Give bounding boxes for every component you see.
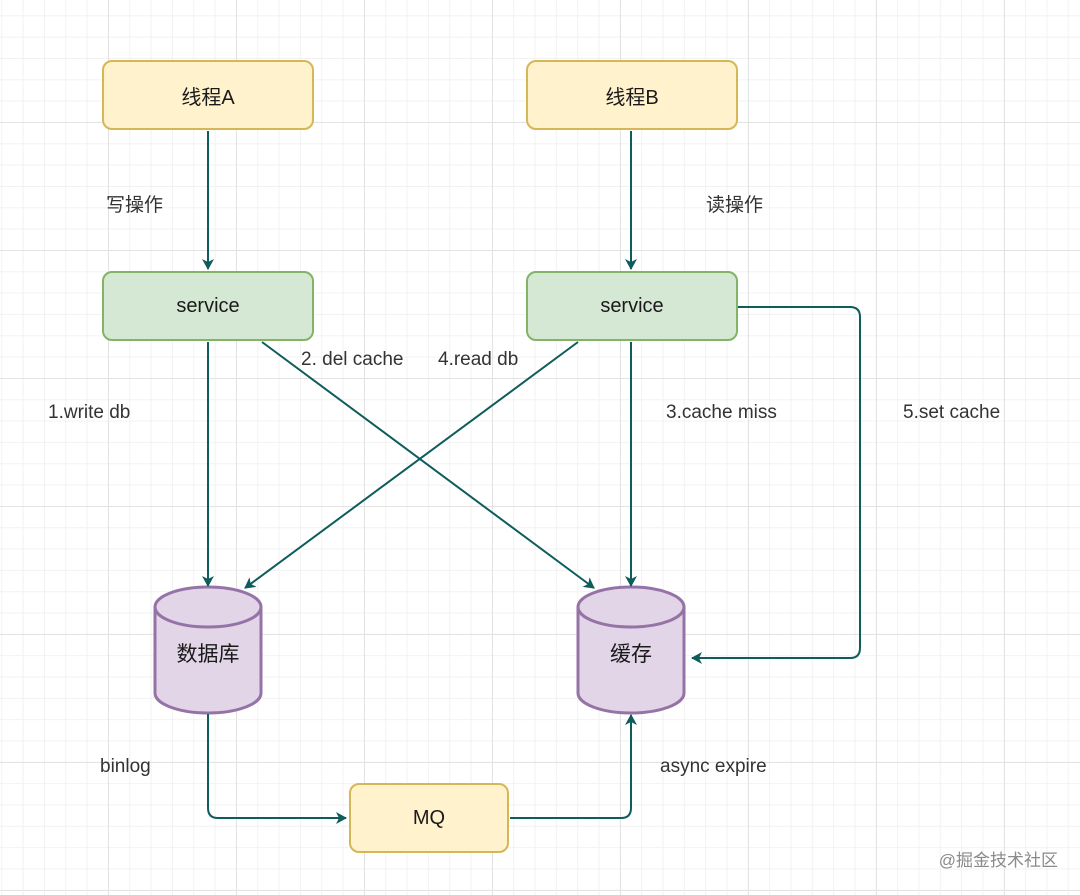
edge-async-expire bbox=[510, 714, 637, 819]
database-label: 数据库 bbox=[176, 643, 240, 666]
cache-label: 缓存 bbox=[610, 643, 652, 666]
service-b-node[interactable]: service bbox=[526, 271, 738, 341]
mq-label: MQ bbox=[412, 806, 446, 829]
read-db-label: 4.read db bbox=[438, 349, 519, 370]
cache-miss-label: 3.cache miss bbox=[666, 402, 777, 423]
binlog-label: binlog bbox=[100, 756, 151, 777]
thread-b-node[interactable]: 线程B bbox=[526, 60, 738, 130]
set-cache-label: 5.set cache bbox=[903, 402, 1001, 423]
watermark-text: @掘金技术社区 bbox=[938, 851, 1058, 870]
read-op-label: 读操作 bbox=[706, 195, 764, 216]
edge-del-cache bbox=[261, 341, 595, 589]
del-cache-label: 2. del cache bbox=[301, 349, 404, 370]
edge-read-db bbox=[244, 341, 579, 589]
service-a-label: service bbox=[176, 294, 240, 317]
database-cylinder[interactable] bbox=[153, 585, 263, 715]
edge-binlog bbox=[207, 714, 347, 824]
service-a-node[interactable]: service bbox=[102, 271, 314, 341]
edge-set-cache bbox=[691, 306, 861, 664]
service-b-label: service bbox=[600, 294, 664, 317]
cache-cylinder[interactable] bbox=[576, 585, 686, 715]
thread-b-label: 线程B bbox=[605, 86, 659, 109]
mq-node[interactable]: MQ bbox=[349, 783, 509, 853]
write-op-label: 写操作 bbox=[106, 195, 164, 216]
async-expire-label: async expire bbox=[660, 756, 767, 777]
thread-a-label: 线程A bbox=[181, 86, 235, 109]
thread-a-node[interactable]: 线程A bbox=[102, 60, 314, 130]
write-db-label: 1.write db bbox=[48, 402, 131, 423]
